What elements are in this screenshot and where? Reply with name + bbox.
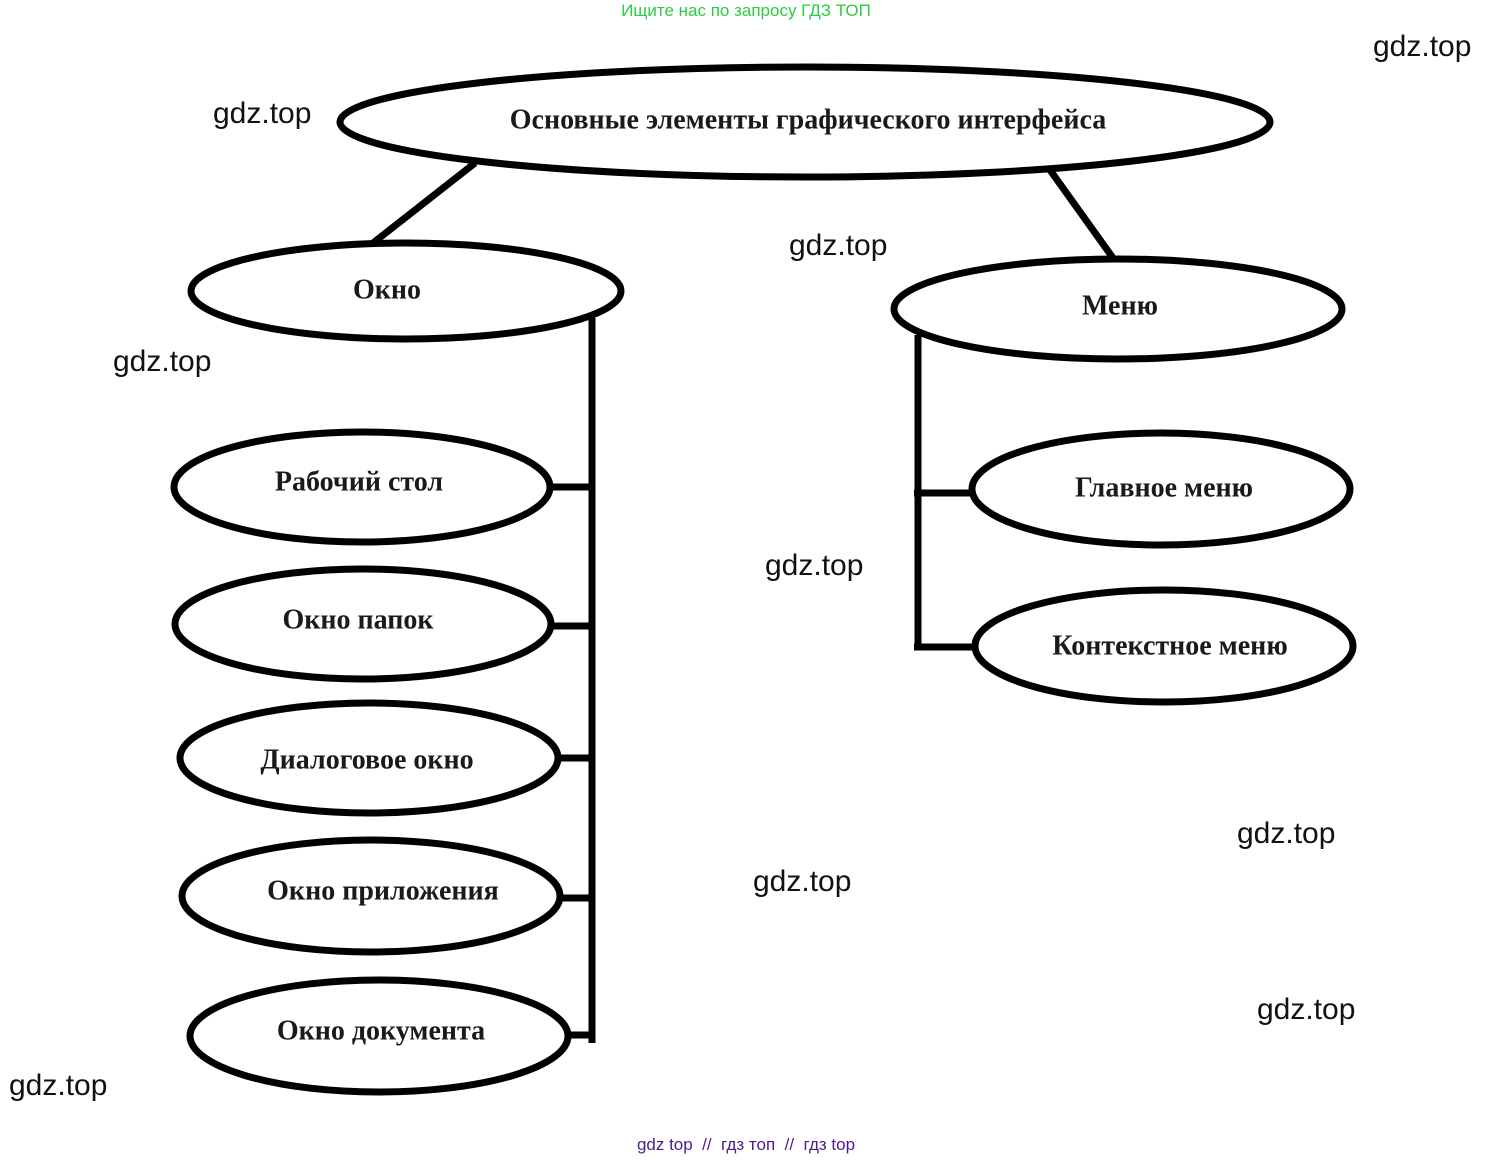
child-label: Главное меню — [1075, 472, 1253, 503]
child-label: Окно приложения — [267, 875, 499, 906]
child-label: Контекстное меню — [1052, 630, 1287, 661]
watermark: gdz.top — [753, 865, 852, 898]
watermark: gdz.top — [113, 345, 212, 378]
edge-root-okno — [370, 160, 478, 246]
branch-node-menu: Меню — [890, 255, 1346, 363]
watermark: gdz.top — [1257, 993, 1356, 1026]
branch-node-okno: Окно — [187, 239, 625, 343]
child-label: Диалоговое окно — [260, 744, 473, 775]
child-label: Окно документа — [277, 1015, 485, 1046]
bottom-banner: gdz top // гдз топ // гдз top — [636, 1135, 856, 1154]
root-node: Основные элементы графического интерфейс… — [336, 63, 1274, 181]
branch-label-okno: Окно — [353, 274, 421, 305]
watermark: gdz.top — [1373, 30, 1472, 63]
top-banner: Ищите нас по запросу ГДЗ ТОП — [621, 1, 871, 20]
child-node-okno-1: Окно папок — [171, 565, 555, 683]
child-node-menu-0: Главное меню — [968, 429, 1354, 549]
child-node-okno-3: Окно приложения — [178, 836, 564, 956]
branch-label-menu: Меню — [1082, 290, 1158, 321]
watermark: gdz.top — [789, 229, 888, 262]
watermark: gdz.top — [765, 549, 864, 582]
watermark: gdz.top — [1237, 817, 1336, 850]
child-label: Рабочий стол — [275, 466, 443, 497]
child-node-okno-2: Диалоговое окно — [176, 699, 562, 817]
child-node-menu-1: Контекстное меню — [971, 586, 1357, 706]
child-node-okno-4: Окно документа — [186, 976, 572, 1096]
child-node-okno-0: Рабочий стол — [170, 428, 554, 546]
watermark: gdz.top — [9, 1069, 108, 1102]
watermark: gdz.top — [213, 97, 312, 130]
root-label: Основные элементы графического интерфейс… — [510, 104, 1106, 135]
edge-root-menu — [1047, 167, 1121, 268]
child-label: Окно папок — [282, 604, 434, 635]
